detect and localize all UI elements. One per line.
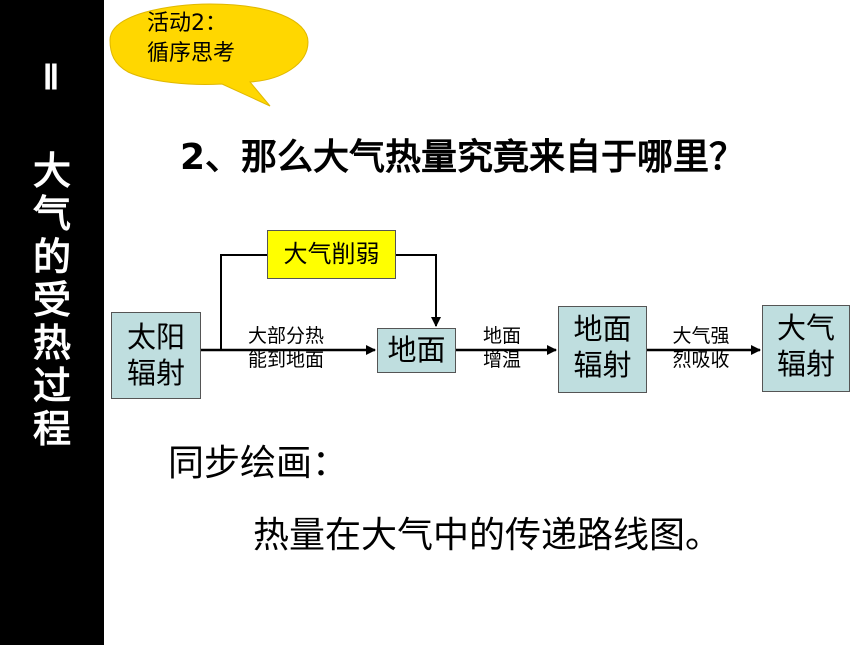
label-absorption: 大气强 烈吸收 — [672, 325, 730, 371]
activity-bubble-text: 活动2： 循序思考 — [147, 11, 236, 66]
node-ground-radiation: 地面 辐射 — [558, 306, 647, 393]
section-numeral: Ⅱ — [42, 60, 60, 97]
sidebar: Ⅱ 大气的受热过程 — [0, 0, 104, 645]
node-atmospheric-radiation: 大气 辐射 — [762, 305, 850, 392]
section-title: 大气的受热过程 — [32, 149, 71, 451]
question-heading: 2、那么大气热量究竟来自于哪里？ — [180, 137, 746, 178]
node-atmosphere-weakening: 大气削弱 — [267, 230, 396, 279]
label-to-ground: 大部分热 能到地面 — [247, 325, 324, 371]
node-solar-radiation: 太阳 辐射 — [111, 312, 201, 399]
sync-heading: 同步绘画： — [168, 443, 349, 484]
sync-text: 热量在大气中的传递路线图。 — [253, 515, 722, 556]
speech-bubble-icon — [109, 3, 309, 107]
arrow-loop-via-weakening — [220, 254, 441, 350]
label-ground-warming: 地面 增温 — [482, 325, 521, 371]
node-ground: 地面 — [377, 328, 456, 373]
